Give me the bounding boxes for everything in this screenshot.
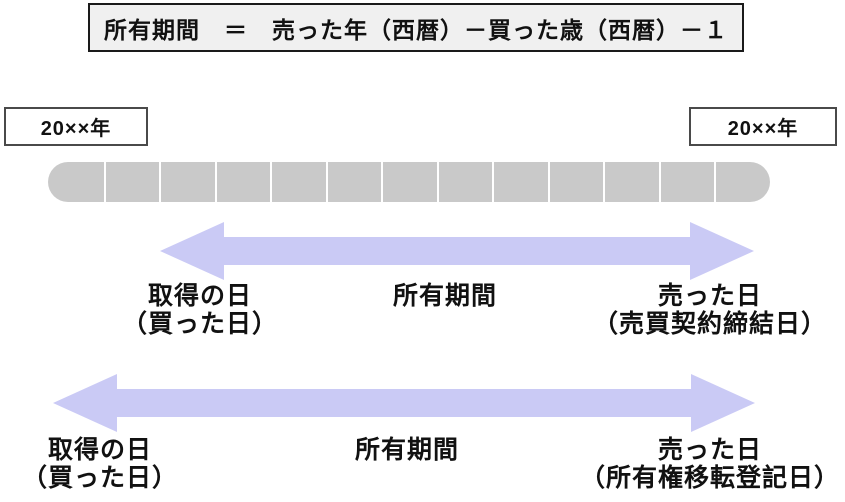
- formula-text: 所有期間 ＝ 売った年（西暦）－買った歳（西暦）－１: [104, 16, 728, 43]
- formula-box: 所有期間 ＝ 売った年（西暦）－買った歳（西暦）－１: [88, 3, 744, 52]
- timeline-tick: [714, 162, 717, 202]
- arrow1-right-label: 売った日 （売買契約締結日）: [568, 282, 845, 338]
- timeline-tick: [159, 162, 162, 202]
- timeline-tick: [103, 162, 106, 202]
- timeline-tick: [603, 162, 606, 202]
- year-start-text: 20××年: [40, 118, 112, 140]
- timeline-tick: [436, 162, 439, 202]
- arrow2-left-line2: （買った日）: [21, 464, 178, 492]
- double-arrow-registration: [53, 374, 755, 432]
- arrow1-center-label: 所有期間: [335, 282, 555, 310]
- double-arrow-contract: [160, 222, 754, 280]
- arrow2-right-line2: （所有権移転登記日）: [579, 464, 840, 492]
- year-box-end: 20××年: [689, 107, 837, 146]
- year-end-text: 20××年: [727, 118, 799, 140]
- double-arrow-shape: [160, 222, 754, 280]
- arrow2-right-line1: 売った日: [657, 436, 762, 464]
- timeline-tick: [270, 162, 273, 202]
- timeline-tick: [547, 162, 550, 202]
- arrow1-center-text: 所有期間: [392, 282, 497, 310]
- arrow2-center-text: 所有期間: [354, 436, 459, 464]
- arrow1-left-line1: 取得の日: [147, 282, 252, 310]
- arrow1-right-line2: （売買契約締結日）: [592, 310, 827, 338]
- arrow2-left-label: 取得の日 （買った日）: [0, 436, 200, 492]
- timeline-tick: [492, 162, 495, 202]
- arrow1-right-line1: 売った日: [657, 282, 762, 310]
- timeline-bar: [48, 162, 770, 202]
- arrow2-right-label: 売った日 （所有権移転登記日）: [575, 436, 845, 492]
- timeline-tick: [381, 162, 384, 202]
- double-arrow-shape: [53, 374, 755, 432]
- timeline-tick: [658, 162, 661, 202]
- arrow1-left-line2: （買った日）: [121, 310, 278, 338]
- arrow2-center-label: 所有期間: [297, 436, 517, 464]
- arrow1-left-label: 取得の日 （買った日）: [96, 282, 304, 338]
- timeline-tick: [214, 162, 217, 202]
- arrow2-left-line1: 取得の日: [47, 436, 152, 464]
- timeline-tick: [325, 162, 328, 202]
- year-box-start: 20××年: [4, 107, 148, 146]
